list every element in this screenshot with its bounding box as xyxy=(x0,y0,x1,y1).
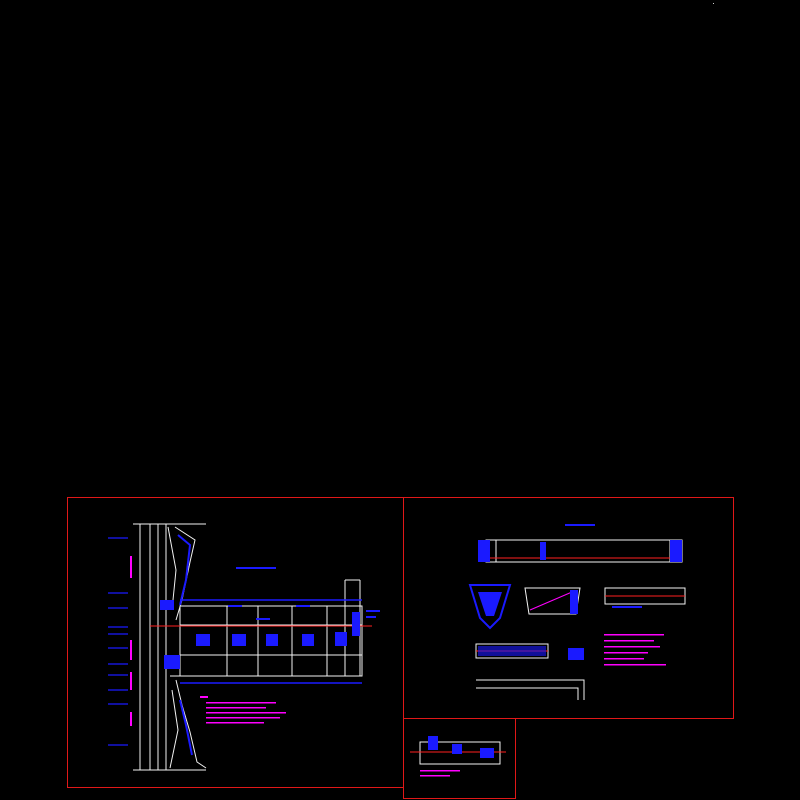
notes-text xyxy=(200,696,286,724)
dimension-labels xyxy=(228,567,380,620)
profile-hatch xyxy=(177,534,193,756)
equipment-blocks xyxy=(160,600,360,669)
small-block xyxy=(568,648,584,660)
bar-detail xyxy=(604,587,686,608)
sheet-frames xyxy=(67,497,734,799)
trapezoid-section xyxy=(524,587,581,615)
sheet-3-drawing xyxy=(410,736,506,777)
detail-title xyxy=(565,524,595,526)
elevation-scale xyxy=(108,537,128,746)
dimension-ticks xyxy=(180,599,362,684)
sheet-2-frame[interactable] xyxy=(403,497,734,719)
funnel-detail xyxy=(468,584,512,630)
sheet-2-drawing xyxy=(468,524,686,700)
l-shape xyxy=(476,679,585,700)
cursor-marker xyxy=(713,3,714,4)
notes-text-2 xyxy=(604,634,666,666)
sheet-3-frame[interactable] xyxy=(403,718,516,799)
long-beam xyxy=(485,539,683,563)
sheet-1-drawing xyxy=(108,523,380,771)
rebar-detail xyxy=(475,643,549,659)
shaft-walls xyxy=(133,523,206,771)
plan-outline xyxy=(170,579,363,677)
